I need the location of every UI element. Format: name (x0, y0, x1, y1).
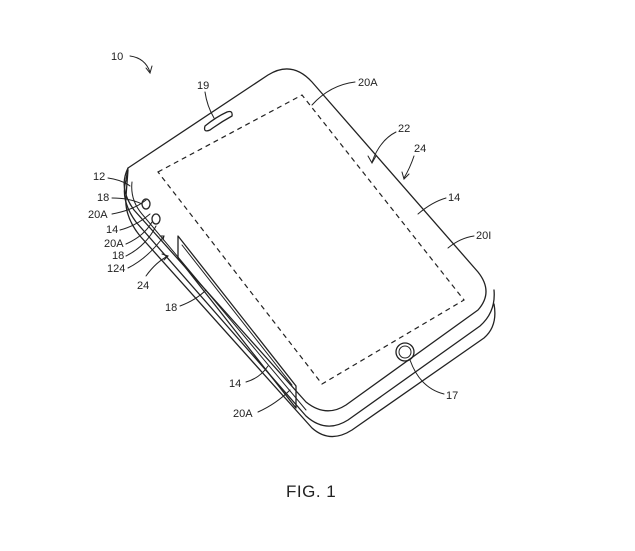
device-top-face (123, 68, 487, 412)
home-button-outer (395, 342, 415, 362)
label-18-a: 18 (97, 192, 109, 204)
label-20I: 20I (476, 230, 491, 242)
leader-18b (125, 225, 157, 257)
leader-18c (179, 289, 207, 307)
leader-24-right-arrow (401, 171, 410, 180)
label-24-right: 24 (414, 143, 426, 155)
label-18-c: 18 (165, 302, 177, 314)
leader-24-left (145, 255, 169, 277)
leader-20A-top (311, 81, 356, 106)
leader-24-left-arrow (161, 253, 169, 261)
label-20A-a: 20A (88, 209, 108, 221)
side-rim-line (131, 181, 307, 411)
label-19: 19 (197, 80, 209, 92)
leader-124-arrow (159, 235, 165, 241)
leader-22-arrow (367, 155, 377, 165)
figure-caption: FIG. 1 (286, 482, 336, 501)
leader-12 (107, 177, 131, 187)
label-22: 22 (398, 123, 410, 135)
label-12: 12 (93, 171, 105, 183)
side-button-lower (151, 213, 161, 225)
label-17: 17 (446, 390, 458, 402)
label-14-bottom: 14 (229, 378, 241, 390)
leader-19 (204, 91, 215, 119)
leader-20I (447, 235, 475, 249)
leader-20Ab (125, 221, 153, 245)
label-24-left: 24 (137, 280, 149, 292)
label-20A-top: 20A (358, 77, 378, 89)
display-outline (157, 94, 465, 385)
label-20A-bottom: 20A (233, 408, 253, 420)
leader-24-right (403, 155, 415, 179)
leader-22 (371, 131, 397, 163)
leader-124 (127, 235, 165, 269)
leader-14-bottom (245, 365, 269, 383)
leader-14-side (119, 213, 151, 231)
side-slot-inner (181, 244, 293, 386)
leader-20A-bottom (257, 389, 291, 413)
label-124: 124 (107, 263, 125, 275)
side-slot (177, 235, 297, 409)
home-button-inner (398, 345, 412, 359)
leader-20Aa (111, 199, 147, 215)
label-14-side: 14 (106, 224, 118, 236)
device-side-edge (123, 167, 495, 427)
label-14-right: 14 (448, 192, 460, 204)
speaker-slot (203, 110, 233, 132)
leader-10-arrow (145, 65, 153, 75)
leader-14-right (417, 197, 447, 215)
label-18-b: 18 (112, 250, 124, 262)
leader-17 (409, 359, 445, 395)
label-10: 10 (111, 51, 123, 63)
device-bottom-edge (125, 169, 496, 438)
leader-18a (111, 197, 143, 205)
label-20A-b: 20A (104, 238, 124, 250)
leader-10 (129, 55, 151, 73)
